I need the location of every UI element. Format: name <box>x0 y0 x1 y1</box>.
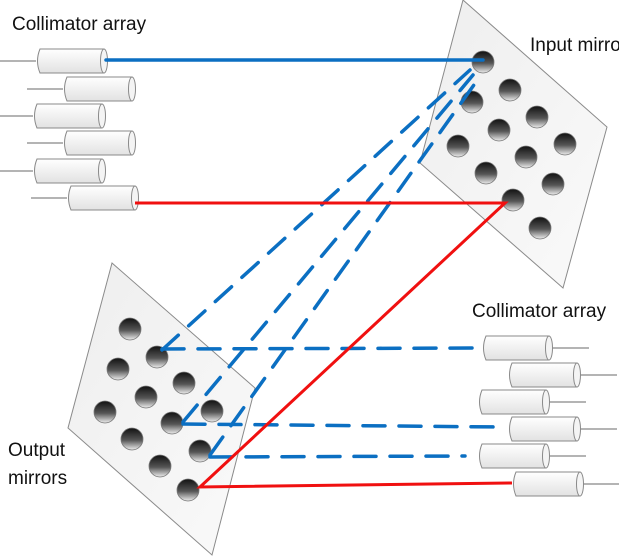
collimator-lens <box>573 362 581 388</box>
collimator-lens <box>573 416 581 442</box>
mirror <box>498 78 522 102</box>
collimator-body <box>513 471 581 497</box>
output-mirror-panel <box>67 262 256 556</box>
collimator-body <box>37 48 105 74</box>
collimator-body <box>483 335 550 361</box>
blue-dashed-beam-diagonal-2 <box>181 73 475 424</box>
collimator-lens <box>542 389 550 415</box>
collimator-body <box>34 103 103 129</box>
collimator <box>513 471 619 497</box>
mirror <box>120 427 144 451</box>
collimator-body <box>64 76 133 102</box>
collimator <box>0 103 106 129</box>
collimator <box>31 185 139 211</box>
mirror <box>446 134 470 158</box>
collimator <box>479 443 586 469</box>
collimator-lens <box>128 76 136 102</box>
collimator-lens <box>98 103 106 129</box>
mirror <box>188 439 212 463</box>
collimator-body <box>479 443 547 469</box>
collimator <box>479 389 586 415</box>
collimator-lens <box>128 130 136 156</box>
collimator-lens <box>545 335 553 361</box>
collimator <box>509 416 617 442</box>
collimator-body <box>34 158 103 184</box>
mirror <box>200 399 224 423</box>
collimator-body <box>479 389 547 415</box>
collimator <box>27 76 136 102</box>
mirror <box>525 105 549 129</box>
output-mirrors-label-line1: Output <box>8 440 66 461</box>
blue-dashed-beam-diagonal-3 <box>208 80 478 457</box>
input-collimator-array <box>0 48 139 211</box>
mirror <box>501 188 525 212</box>
mirror <box>460 90 484 114</box>
collimator <box>483 335 589 361</box>
mirror <box>118 317 142 341</box>
mirror <box>176 478 200 502</box>
mirror <box>471 50 495 74</box>
mirror <box>172 371 196 395</box>
collimator-lens <box>576 471 584 497</box>
collimator-body <box>68 185 136 211</box>
collimator-array-bottom-label: Collimator array <box>472 301 607 322</box>
blue-dashed-beam-horizontal-1 <box>160 346 484 351</box>
mirror <box>553 132 577 156</box>
blue-dashed-beam-horizontal-3 <box>208 454 467 459</box>
collimator-body <box>64 130 133 156</box>
red-beam-path <box>135 201 513 489</box>
input-mirror-array <box>446 50 577 240</box>
input-mirrors-label: Input mirrors <box>530 35 619 56</box>
collimator <box>27 130 136 156</box>
mirror <box>160 411 184 435</box>
collimator <box>0 158 106 184</box>
mirror <box>106 357 130 381</box>
collimator-lens <box>131 185 139 211</box>
collimator <box>0 48 108 74</box>
collimator-body <box>509 416 578 442</box>
collimator-lens <box>542 443 550 469</box>
output-mirrors-label-line2: mirrors <box>8 468 67 489</box>
mirror <box>93 400 117 424</box>
collimator-lens <box>98 158 106 184</box>
mirror <box>474 161 498 185</box>
mirror <box>134 385 158 409</box>
mirror <box>541 172 565 196</box>
output-collimator-array <box>479 335 619 497</box>
mirror <box>148 454 172 478</box>
mirror <box>528 216 552 240</box>
collimator <box>509 362 617 388</box>
blue-dashed-beam-horizontal-2 <box>181 422 502 429</box>
mirror <box>487 118 511 142</box>
collimator-body <box>509 362 578 388</box>
collimator-array-top-label: Collimator array <box>12 14 147 35</box>
mirror <box>514 145 538 169</box>
output-mirror-array <box>93 317 224 502</box>
blue-dashed-beam-diagonal-1 <box>160 68 472 352</box>
